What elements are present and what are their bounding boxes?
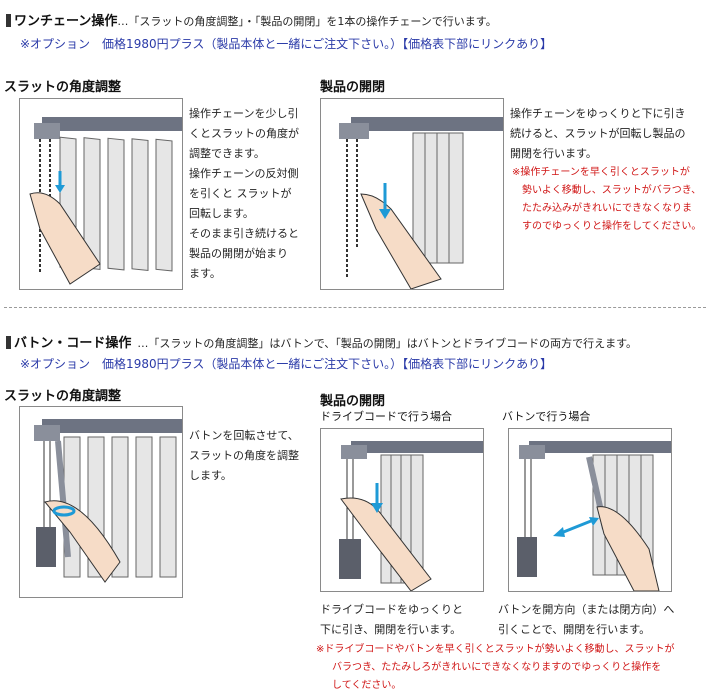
blind-illustration-1 — [29, 117, 182, 285]
desc-line: 続けると、スラットが回転し製品の — [510, 127, 686, 140]
desc-line: します。 — [189, 469, 232, 482]
baton-title: バトン・コード操作 — [14, 336, 132, 351]
one-chain-angle-illustration — [19, 98, 183, 290]
baton-case-illustration — [508, 428, 672, 592]
warning-line: してください。 — [332, 680, 402, 691]
desc-line: ドライブコードをゆっくりと — [320, 603, 463, 616]
desc-line: くとスラットの角度が — [189, 127, 299, 140]
blind-illustration-4 — [339, 441, 483, 591]
baton-case-description: バトンを開方向（または閉方向）へ 引くことで、開閉を行います。 — [498, 600, 708, 640]
desc-line: ます。 — [189, 267, 221, 280]
blind-illustration-5 — [517, 441, 671, 591]
desc-line: 操作チェーンを少し引 — [189, 107, 299, 120]
warning-line: たたみ込みがきれいにできなくなりま — [522, 203, 692, 214]
baton-angle-description: バトンを回転させて、 スラットの角度を調整 します。 — [189, 426, 319, 486]
desc-line: 開閉を行います。 — [510, 147, 597, 160]
section-marker-icon — [6, 14, 11, 27]
desc-line: バトンを回転させて、 — [189, 429, 299, 442]
baton-section-title: バトン・コード操作 …「スラットの角度調整」はバトンで、「製品の開閉」はバトンとド… — [6, 332, 637, 351]
baton-subtitle: …「スラットの角度調整」はバトンで、「製品の開閉」はバトンとドライブコードの両方… — [137, 337, 638, 350]
cord-case-illustration — [320, 428, 484, 592]
one-chain-angle-description: 操作チェーンを少し引 くとスラットの角度が 調整できます。 操作チェーンの反対側… — [189, 104, 319, 284]
warning-line: ※ドライブコードやバトンを早く引くとスラットが勢いよく移動し、スラットが — [316, 644, 675, 655]
cord-case-description: ドライブコードをゆっくりと 下に引き、開閉を行います。 — [320, 600, 500, 640]
warning-line: すのでゆっくりと操作をしてください。 — [522, 221, 702, 232]
blind-illustration-3 — [34, 419, 182, 583]
one-chain-angle-heading: スラットの角度調整 — [4, 80, 122, 95]
desc-line: バトンを開方向（または閉方向）へ — [498, 603, 675, 616]
blind-illustration-2 — [339, 117, 503, 289]
warning-line: ※操作チェーンを早く引くとスラットが — [512, 167, 690, 178]
desc-line: 回転します。 — [189, 207, 254, 220]
one-chain-option-note: ※オプション 価格1980円プラス（製品本体と一緒にご注文下さい。）【価格表下部… — [20, 37, 553, 51]
desc-line: 操作チェーンの反対側 — [189, 167, 299, 180]
desc-line: を引くと スラットが — [189, 187, 292, 200]
warning-line: 勢いよく移動し、スラットがバラつき、 — [522, 185, 702, 196]
desc-line: スラットの角度を調整 — [189, 449, 299, 462]
one-chain-title: ワンチェーン操作 — [14, 14, 118, 29]
desc-line: そのまま引き続けると — [189, 227, 299, 240]
desc-line: 引くことで、開閉を行います。 — [498, 623, 651, 636]
baton-angle-heading: スラットの角度調整 — [4, 389, 122, 404]
desc-line: 操作チェーンをゆっくりと下に引き — [510, 107, 686, 120]
one-chain-subtitle: …「スラットの角度調整」・「製品の開閉」を1本の操作チェーンで行います。 — [117, 15, 497, 28]
baton-case-label: バトンで行う場合 — [502, 410, 591, 423]
desc-line: 下に引き、開閉を行います。 — [320, 623, 462, 636]
desc-line: 調整できます。 — [189, 147, 265, 160]
baton-option-note: ※オプション 価格1980円プラス（製品本体と一緒にご注文下さい。）【価格表下部… — [20, 357, 553, 371]
one-chain-open-illustration — [320, 98, 504, 290]
baton-open-warning: ※ドライブコードやバトンを早く引くとスラットが勢いよく移動し、スラットが バラつ… — [316, 641, 708, 695]
section-marker-icon — [6, 336, 11, 349]
section-divider — [4, 307, 706, 308]
baton-open-heading: 製品の開閉 — [320, 394, 386, 409]
warning-line: バラつき、たたみしろがきれいにできなくなりますのでゆっくりと操作を — [332, 662, 662, 673]
cord-case-label: ドライブコードで行う場合 — [320, 410, 452, 423]
one-chain-open-heading: 製品の開閉 — [320, 80, 386, 95]
baton-angle-illustration — [19, 406, 183, 598]
one-chain-section-title: ワンチェーン操作…「スラットの角度調整」・「製品の開閉」を1本の操作チェーンで行… — [6, 10, 497, 29]
one-chain-open-description: 操作チェーンをゆっくりと下に引き 続けると、スラットが回転し製品の 開閉を行いま… — [510, 104, 705, 164]
desc-line: 製品の開閉が始まり — [189, 247, 288, 260]
one-chain-open-warning: ※操作チェーンを早く引くとスラットが 勢いよく移動し、スラットがバラつき、 たた… — [512, 164, 707, 236]
